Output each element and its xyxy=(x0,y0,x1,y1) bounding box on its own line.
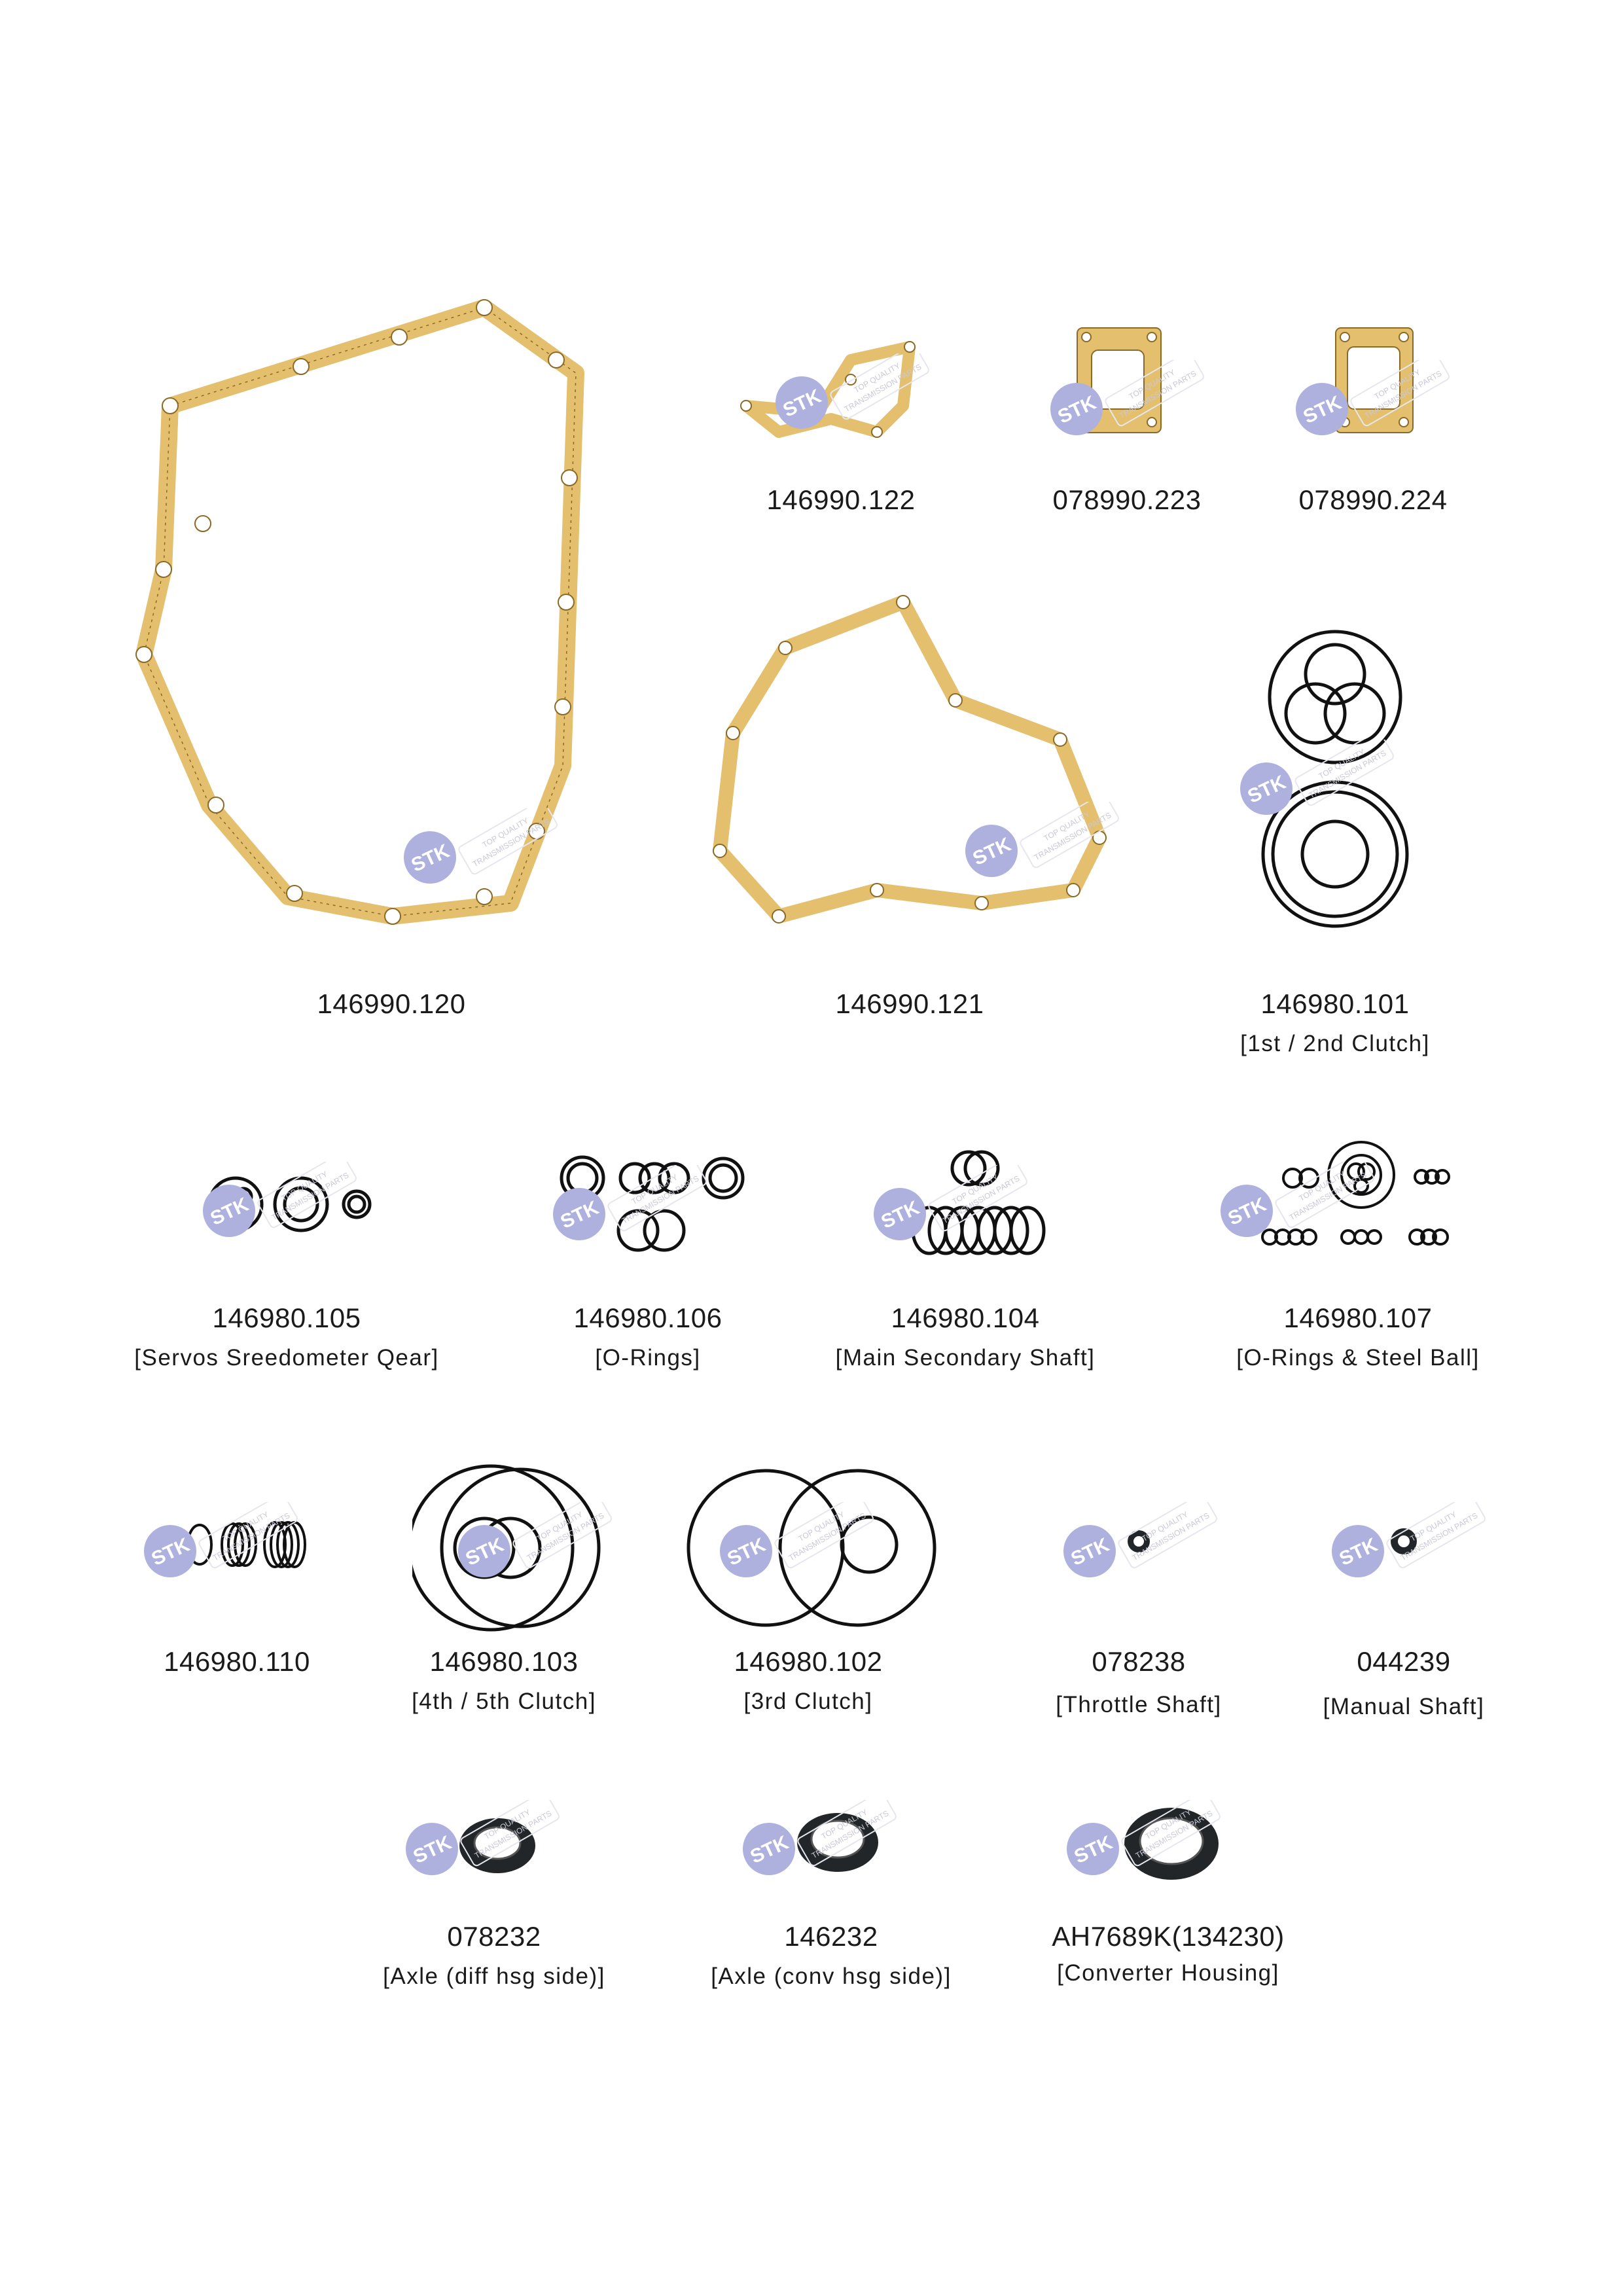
orings-146980-102 xyxy=(687,1469,936,1627)
part-code: 146980.101 xyxy=(1260,988,1410,1019)
part-code: 146980.104 xyxy=(891,1302,1040,1333)
part-code: 146980.110 xyxy=(164,1646,310,1677)
part-code: 146980.107 xyxy=(1283,1302,1433,1333)
part-code: AH7689K(134230) xyxy=(1052,1921,1285,1952)
part-description: [Axle (diff hsg side)] xyxy=(383,1964,605,1989)
orings-146980-101 xyxy=(1261,630,1409,928)
part-code: 146990.120 xyxy=(317,988,466,1019)
part-description: [3rd Clutch] xyxy=(743,1689,873,1714)
seal-ah7689k xyxy=(1124,1808,1219,1880)
gasket-146990-121 xyxy=(713,595,1107,924)
part-code: 044239 xyxy=(1357,1646,1451,1677)
orings-146980-104 xyxy=(911,1150,1046,1255)
part-description: [Main Secondary Shaft] xyxy=(835,1345,1096,1371)
part-code: 078238 xyxy=(1092,1646,1186,1677)
part-code: 078990.223 xyxy=(1052,484,1202,515)
part-code: 146990.122 xyxy=(766,484,916,515)
gasket-146990-120 xyxy=(135,299,584,925)
part-description: [O-Rings & Steel Ball] xyxy=(1236,1345,1480,1371)
part-code: 146980.102 xyxy=(734,1646,883,1677)
part-description: [4th / 5th Clutch] xyxy=(412,1689,596,1714)
part-description: [Converter Housing] xyxy=(1057,1960,1279,1986)
part-code: 146980.106 xyxy=(573,1302,722,1333)
part-description: [Axle (conv hsg side)] xyxy=(711,1964,952,1989)
seal-078238 xyxy=(1128,1530,1150,1552)
part-description: [Manual Shaft] xyxy=(1323,1694,1485,1719)
part-description: [O-Rings] xyxy=(595,1345,701,1371)
part-code: 146232 xyxy=(784,1921,878,1952)
part-code: 146990.121 xyxy=(835,988,984,1019)
orings-146980-107 xyxy=(1261,1141,1450,1246)
part-code: 078232 xyxy=(447,1921,541,1952)
seal-078232 xyxy=(459,1818,535,1873)
part-code: 078990.224 xyxy=(1298,484,1448,515)
part-description: [Throttle Shaft] xyxy=(1056,1692,1222,1717)
part-code: 146980.103 xyxy=(429,1646,579,1677)
part-description: [1st / 2nd Clutch] xyxy=(1240,1031,1430,1056)
part-code: 146980.105 xyxy=(212,1302,361,1333)
gasket-078990-224 xyxy=(1335,327,1414,433)
rings-146980-110 xyxy=(187,1521,306,1568)
part-description: [Servos Sreedometer Qear] xyxy=(134,1345,439,1371)
